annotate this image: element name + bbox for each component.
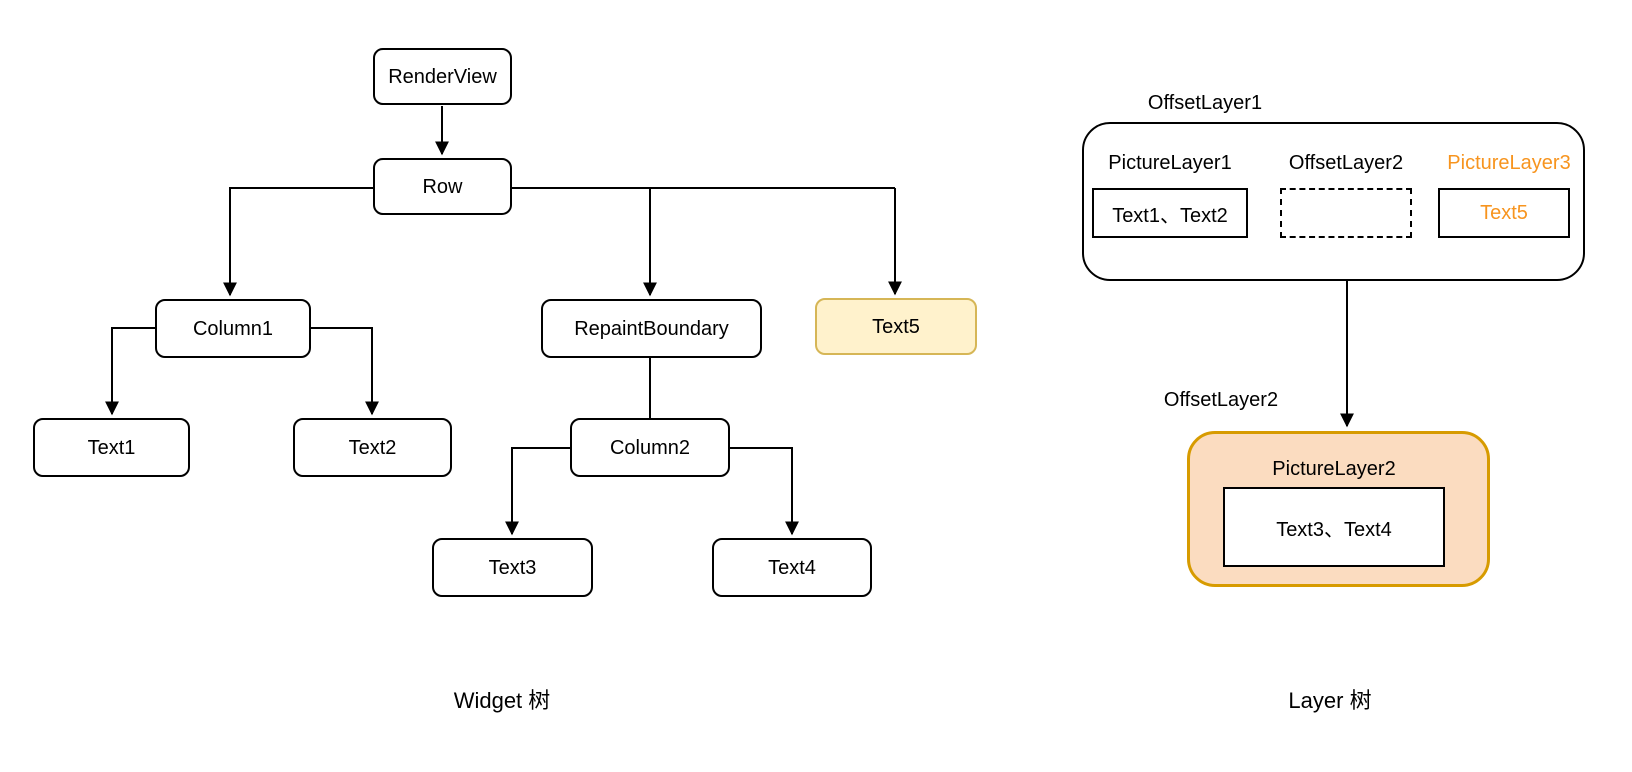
layer-tree-caption: Layer 树: [1288, 688, 1372, 713]
offsetlayer2-dashed-box: [1280, 188, 1412, 238]
node-column2: Column2: [570, 418, 730, 477]
picturelayer1-box: Text1、Text2: [1092, 188, 1248, 238]
node-column1: Column1: [155, 299, 311, 358]
node-renderview: RenderView: [373, 48, 512, 105]
node-text5: Text5: [815, 298, 977, 355]
node-text4: Text4: [712, 538, 872, 597]
node-text1: Text1: [33, 418, 190, 477]
widget-tree-caption: Widget 树: [453, 688, 551, 713]
picturelayer1-label: PictureLayer1: [1108, 152, 1232, 174]
picturelayer3-box: Text5: [1438, 188, 1570, 238]
picturelayer2-box: Text3、Text4: [1223, 487, 1445, 567]
offsetlayer2-column-label: OffsetLayer2: [1288, 152, 1404, 174]
node-text2: Text2: [293, 418, 452, 477]
offsetlayer1-title: OffsetLayer1: [1147, 92, 1263, 114]
node-row: Row: [373, 158, 512, 215]
node-repaintboundary: RepaintBoundary: [541, 299, 762, 358]
picturelayer2-label: PictureLayer2: [1272, 458, 1396, 480]
picturelayer3-label: PictureLayer3: [1447, 152, 1571, 174]
node-text3: Text3: [432, 538, 593, 597]
offsetlayer2-title: OffsetLayer2: [1163, 389, 1279, 411]
